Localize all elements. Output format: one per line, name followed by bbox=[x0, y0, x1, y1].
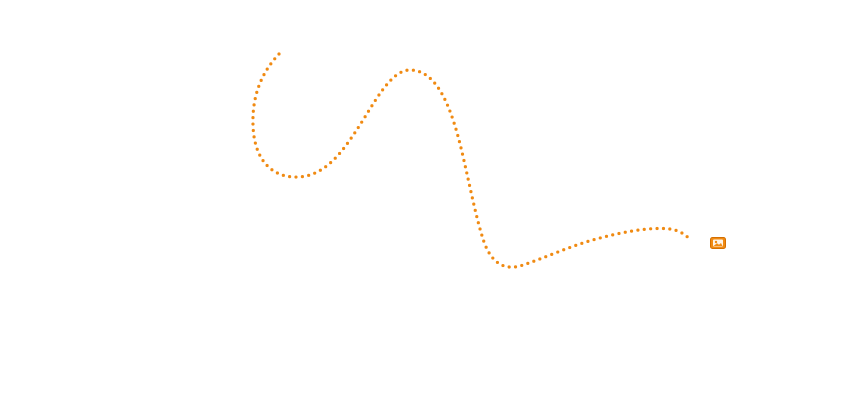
image-icon bbox=[710, 237, 726, 249]
dotted-path[interactable] bbox=[251, 52, 693, 269]
path-end-image-icon[interactable] bbox=[710, 237, 726, 249]
